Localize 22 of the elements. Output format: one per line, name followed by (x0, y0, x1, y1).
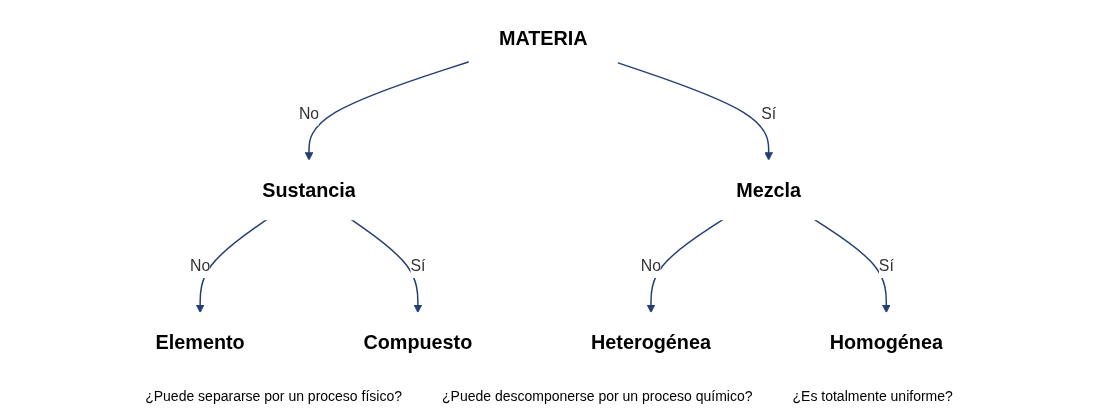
node-text: MATERIA (498, 26, 588, 49)
node-text: Elemento (155, 331, 245, 354)
node-text: Compuesto (363, 331, 473, 354)
edge-label: No (640, 257, 661, 275)
node-text: Homogénea (829, 331, 943, 354)
arrow (350, 218, 422, 314)
question-note: ¿Puede descomponerse por un proceso químico? (442, 388, 753, 404)
question-note: ¿Es totalmente uniforme? (792, 388, 953, 404)
arrow (813, 218, 891, 314)
edge-label: Sí (760, 104, 776, 122)
edge-label: Sí (878, 257, 894, 275)
edge-label: Sí (410, 257, 426, 275)
question-note: ¿Puede separarse por un proceso físico? (145, 388, 402, 404)
edge-label: No (189, 257, 210, 275)
arrow (195, 218, 268, 314)
edge-label: No (298, 104, 319, 122)
node-text: Sustancia (261, 179, 356, 201)
arrow (616, 61, 773, 161)
arrow (646, 218, 724, 314)
node-text: Heterogénea (590, 331, 711, 354)
arrow (304, 60, 470, 161)
node-text: Mezcla (735, 179, 801, 201)
